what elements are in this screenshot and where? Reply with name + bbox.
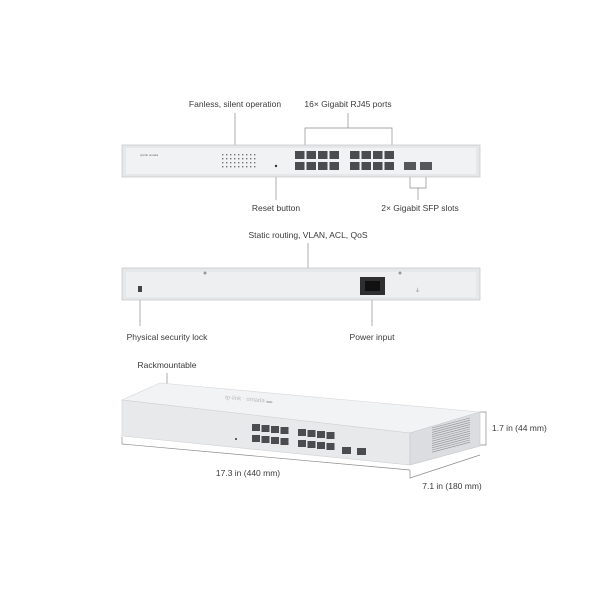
- svg-text:tp-link omada: tp-link omada: [140, 153, 158, 157]
- led: [242, 162, 244, 164]
- led: [238, 166, 240, 168]
- depth-dimension: 7.1 in (180 mm): [422, 481, 482, 491]
- led: [222, 166, 224, 168]
- led: [250, 166, 252, 168]
- led: [238, 162, 240, 164]
- led: [230, 158, 232, 160]
- vent-slot: [431, 426, 471, 438]
- rj45-port: [384, 162, 394, 170]
- led: [226, 154, 228, 156]
- led: [246, 162, 248, 164]
- rj45-port: [306, 151, 316, 159]
- led: [242, 158, 244, 160]
- led: [254, 158, 256, 160]
- rj45-port: [306, 162, 316, 170]
- led: [222, 158, 224, 160]
- rj45-port: [295, 151, 305, 159]
- rj45-port: [350, 162, 360, 170]
- rj45-port: [295, 162, 305, 170]
- vent-slot: [431, 439, 471, 451]
- vent-slot: [431, 435, 471, 446]
- led: [234, 162, 236, 164]
- rj45-port: [326, 432, 335, 439]
- vent-slot: [431, 417, 471, 429]
- rj45-port: [252, 435, 260, 442]
- vent-slot: [431, 424, 471, 435]
- led: [230, 166, 232, 168]
- led: [254, 154, 256, 156]
- rj45-port: [329, 151, 339, 159]
- led: [242, 166, 244, 168]
- rj45-port: [326, 443, 335, 450]
- led: [230, 154, 232, 156]
- rj45-port: [361, 162, 371, 170]
- led: [246, 166, 248, 168]
- security-lock-callout: Physical security lock: [126, 332, 208, 342]
- leader-lines: [121, 113, 487, 479]
- vent-slot: [431, 419, 471, 431]
- led: [222, 154, 224, 156]
- led: [238, 158, 240, 160]
- rj45-port: [317, 442, 325, 449]
- led: [250, 162, 252, 164]
- led: [246, 154, 248, 156]
- led: [222, 162, 224, 164]
- rj45-port: [307, 430, 316, 437]
- rj45-port: [384, 151, 394, 159]
- rj45-port: [318, 162, 328, 170]
- led: [254, 162, 256, 164]
- vent-slot: [431, 428, 471, 440]
- rj45-port: [317, 431, 325, 438]
- rackmountable-callout: Rackmountable: [137, 360, 197, 370]
- led: [254, 166, 256, 168]
- rj45-port: [271, 437, 279, 444]
- led: [230, 162, 232, 164]
- sfp-slots-callout: 2× Gigabit SFP slots: [381, 203, 459, 213]
- rj45-port: [350, 151, 360, 159]
- led: [242, 154, 244, 156]
- rj45-port: [318, 151, 328, 159]
- height-dimension: 1.7 in (44 mm): [492, 423, 547, 433]
- front-panel: tp-link omada: [121, 144, 481, 178]
- led: [226, 162, 228, 164]
- rj45-port: [373, 151, 383, 159]
- rj45-port: [361, 151, 371, 159]
- led: [238, 154, 240, 156]
- rj45-ports-callout: 16× Gigabit RJ45 ports: [304, 99, 392, 109]
- led: [234, 166, 236, 168]
- led: [226, 158, 228, 160]
- rj45-port: [280, 427, 289, 434]
- rj45-port: [252, 424, 260, 431]
- rj45-port: [298, 440, 306, 447]
- width-dimension: 17.3 in (440 mm): [215, 468, 281, 478]
- rj45-port: [373, 162, 383, 170]
- rj45-port: [329, 162, 339, 170]
- rj45-port: [261, 425, 270, 432]
- rj45-port: [271, 426, 279, 433]
- vent-slot: [431, 441, 471, 453]
- rj45-port: [261, 436, 270, 443]
- power-input-callout: Power input: [349, 332, 395, 342]
- features-callout: Static routing, VLAN, ACL, QoS: [248, 230, 368, 240]
- perspective-view: tp-link · omada ▬: [120, 382, 481, 466]
- led: [234, 154, 236, 156]
- fanless-callout: Fanless, silent operation: [188, 99, 282, 109]
- vent-slot: [431, 437, 471, 449]
- reset-button-callout: Reset button: [251, 203, 301, 213]
- led: [226, 166, 228, 168]
- led: [250, 158, 252, 160]
- vent-slot: [431, 430, 471, 442]
- svg-text:tp-link · omada ▬: tp-link · omada ▬: [225, 395, 273, 405]
- svg-text:⏚: ⏚: [415, 287, 420, 294]
- rj45-port: [307, 441, 316, 448]
- led: [234, 158, 236, 160]
- rj45-port: [280, 438, 289, 445]
- vent-slot: [431, 422, 471, 433]
- led: [250, 154, 252, 156]
- led: [246, 158, 248, 160]
- back-panel: ⏚: [121, 267, 481, 301]
- rj45-port: [298, 429, 306, 436]
- vent-slot: [431, 433, 471, 444]
